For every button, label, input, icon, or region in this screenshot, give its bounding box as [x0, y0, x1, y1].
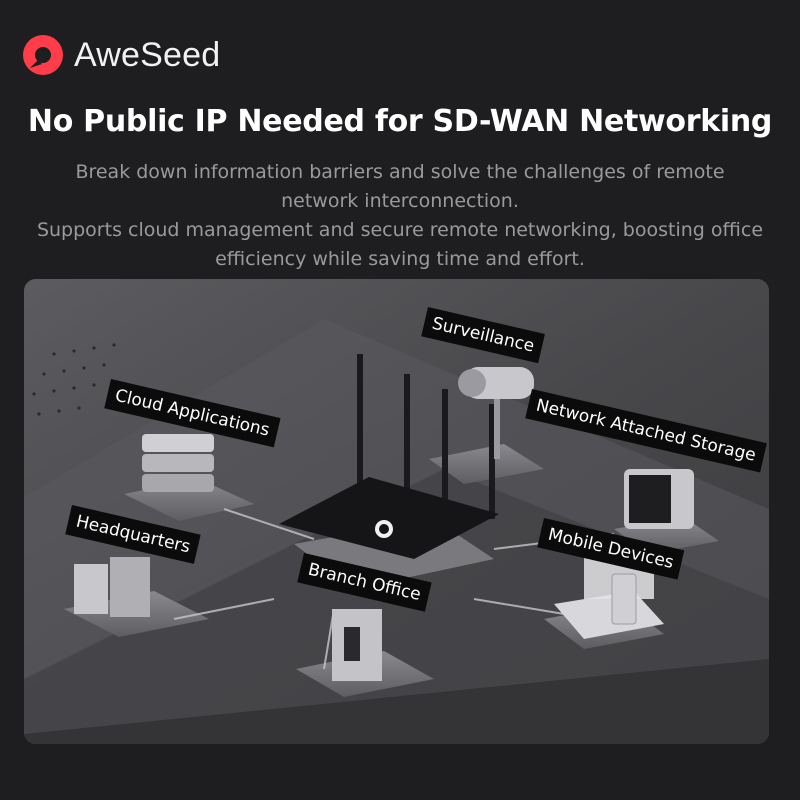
subtitle-line: network interconnection.: [281, 190, 519, 212]
nas-device: [624, 469, 694, 529]
subtitle-line: Supports cloud management and secure rem…: [36, 219, 764, 241]
network-illustration: Surveillance Cloud Applications Network …: [24, 279, 769, 744]
subtitle-line: efficiency while saving time and effort.: [215, 248, 585, 270]
page-subtitle: Break down information barriers and solv…: [24, 158, 776, 274]
brand: AweSeed: [22, 32, 220, 78]
brand-name: AweSeed: [74, 35, 221, 74]
router: [279, 354, 499, 559]
page-title: No Public IP Needed for SD-WAN Networkin…: [27, 104, 773, 139]
seed-logo-icon: [23, 35, 63, 75]
subtitle-line: Break down information barriers and solv…: [75, 161, 725, 183]
cloud-server-stack: [142, 434, 214, 492]
surveillance-camera: [458, 367, 534, 459]
vent-dots: [32, 343, 116, 416]
network-scene-art: [24, 279, 769, 744]
headquarters-buildings: [74, 557, 150, 617]
